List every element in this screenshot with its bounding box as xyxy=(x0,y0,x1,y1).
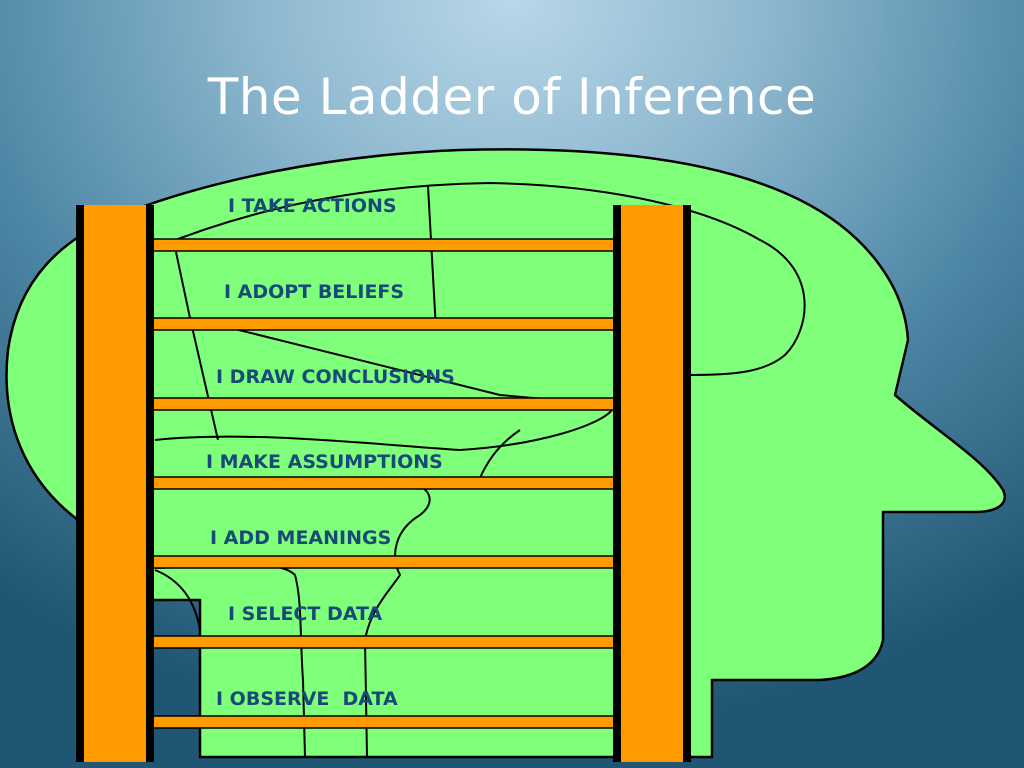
rung-7 xyxy=(149,715,617,729)
step-label-select-data: I SELECT DATA xyxy=(228,603,382,625)
rung-6 xyxy=(149,635,617,649)
brain-fold-vertical xyxy=(427,185,437,331)
rung-5 xyxy=(149,555,617,569)
step-label-take-actions: I TAKE ACTIONS xyxy=(228,195,397,217)
brain-outline xyxy=(154,181,806,376)
slide-title: The Ladder of Inference xyxy=(207,68,817,126)
brainstem-right xyxy=(479,429,521,479)
ladder-left-rail xyxy=(76,205,154,762)
step-label-observe-data: I OBSERVE DATA xyxy=(216,688,398,710)
head-silhouette xyxy=(5,148,1006,759)
step-label-adopt-beliefs: I ADOPT BELIEFS xyxy=(224,281,404,303)
spine-curve xyxy=(154,569,201,631)
rung-2 xyxy=(149,317,617,331)
cerebellum-curve xyxy=(154,409,613,452)
step-label-draw-conclusions: I DRAW CONCLUSIONS xyxy=(216,366,455,388)
ladder-right-rail xyxy=(613,205,691,762)
step-label-make-assumptions: I MAKE ASSUMPTIONS xyxy=(206,451,443,473)
rung-1 xyxy=(149,238,617,252)
rung-4 xyxy=(149,476,617,490)
rung-3 xyxy=(149,397,617,411)
step-label-add-meanings: I ADD MEANINGS xyxy=(210,527,391,549)
